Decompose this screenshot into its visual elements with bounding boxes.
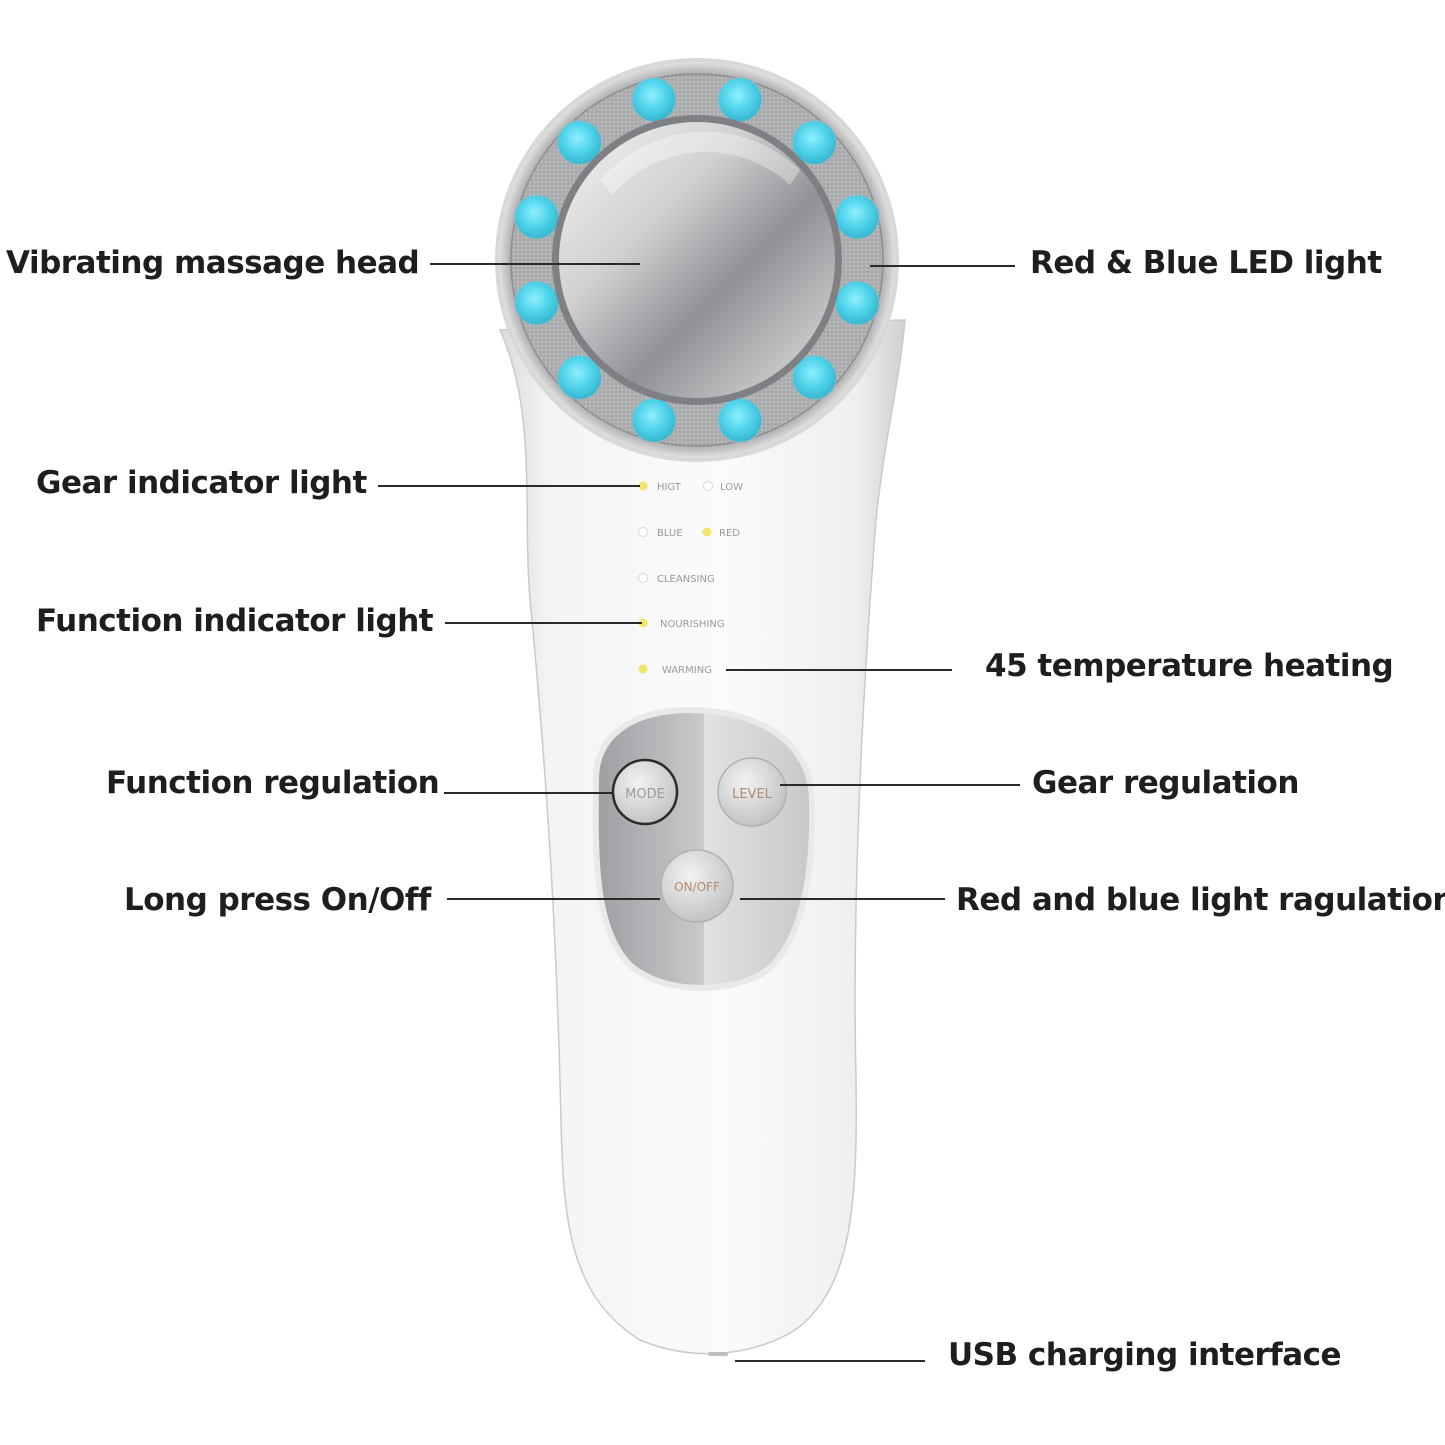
indicator-label-nourishing: NOURISHING bbox=[660, 619, 725, 630]
vibrating-massage-head bbox=[559, 122, 835, 398]
leader-line-function-regulation bbox=[444, 792, 614, 794]
label-temperature-heating: 45 temperature heating bbox=[985, 648, 1394, 684]
led-light bbox=[514, 280, 560, 326]
led-light bbox=[631, 77, 677, 123]
label-red-blue-light-regulation: Red and blue light ragulation bbox=[956, 882, 1445, 918]
onoff-button-label: ON/OFF bbox=[674, 880, 720, 894]
indicator-label-low: LOW bbox=[720, 482, 743, 493]
led-light bbox=[514, 194, 560, 240]
leader-line-gear-regulation bbox=[780, 784, 1020, 786]
leader-line-temperature bbox=[726, 669, 952, 671]
leader-line-usb bbox=[735, 1360, 925, 1362]
leader-line-light-regulation bbox=[740, 898, 945, 900]
indicator-dot-cleansing bbox=[638, 573, 648, 583]
indicator-dot-red bbox=[702, 527, 712, 537]
indicator-dot-warming bbox=[638, 664, 648, 674]
label-vibrating-massage-head: Vibrating massage head bbox=[6, 245, 420, 281]
level-button bbox=[717, 757, 787, 827]
label-function-indicator-light: Function indicator light bbox=[36, 603, 434, 639]
led-light bbox=[557, 120, 603, 166]
led-light bbox=[631, 397, 677, 443]
label-gear-indicator-light: Gear indicator light bbox=[36, 465, 367, 501]
led-light bbox=[834, 280, 880, 326]
led-light bbox=[834, 194, 880, 240]
leader-line-led bbox=[870, 265, 1015, 267]
leader-line-onoff bbox=[447, 898, 660, 900]
leader-line-massage-head bbox=[430, 263, 640, 265]
led-light bbox=[791, 120, 837, 166]
onoff-button bbox=[660, 849, 734, 923]
led-light bbox=[717, 77, 763, 123]
leader-line-gear-indicator bbox=[378, 485, 640, 487]
indicator-dot-higt bbox=[638, 481, 648, 491]
indicator-dot-blue bbox=[638, 527, 648, 537]
led-light bbox=[557, 354, 603, 400]
label-red-blue-led-light: Red & Blue LED light bbox=[1030, 245, 1382, 281]
label-function-regulation: Function regulation bbox=[106, 765, 440, 801]
indicator-dot-low bbox=[703, 481, 713, 491]
indicator-label-higt: HIGT bbox=[657, 482, 682, 493]
control-panel bbox=[592, 706, 816, 991]
mode-button-label: MODE bbox=[625, 787, 665, 802]
leader-line-function-indicator bbox=[445, 622, 642, 624]
indicator-label-warming: WARMING bbox=[662, 665, 712, 676]
usb-port bbox=[708, 1352, 728, 1356]
indicator-label-red: RED bbox=[719, 528, 740, 539]
label-usb-charging-interface: USB charging interface bbox=[948, 1337, 1342, 1373]
led-light bbox=[717, 397, 763, 443]
indicator-dot-nourishing bbox=[638, 618, 648, 628]
level-button-label: LEVEL bbox=[732, 787, 773, 802]
led-ring bbox=[514, 77, 880, 443]
indicator-label-blue: BLUE bbox=[657, 528, 683, 539]
indicator-label-cleansing: CLEANSING bbox=[657, 574, 715, 585]
led-light bbox=[791, 354, 837, 400]
label-long-press-on-off: Long press On/Off bbox=[124, 882, 431, 918]
label-gear-regulation: Gear regulation bbox=[1032, 765, 1299, 801]
